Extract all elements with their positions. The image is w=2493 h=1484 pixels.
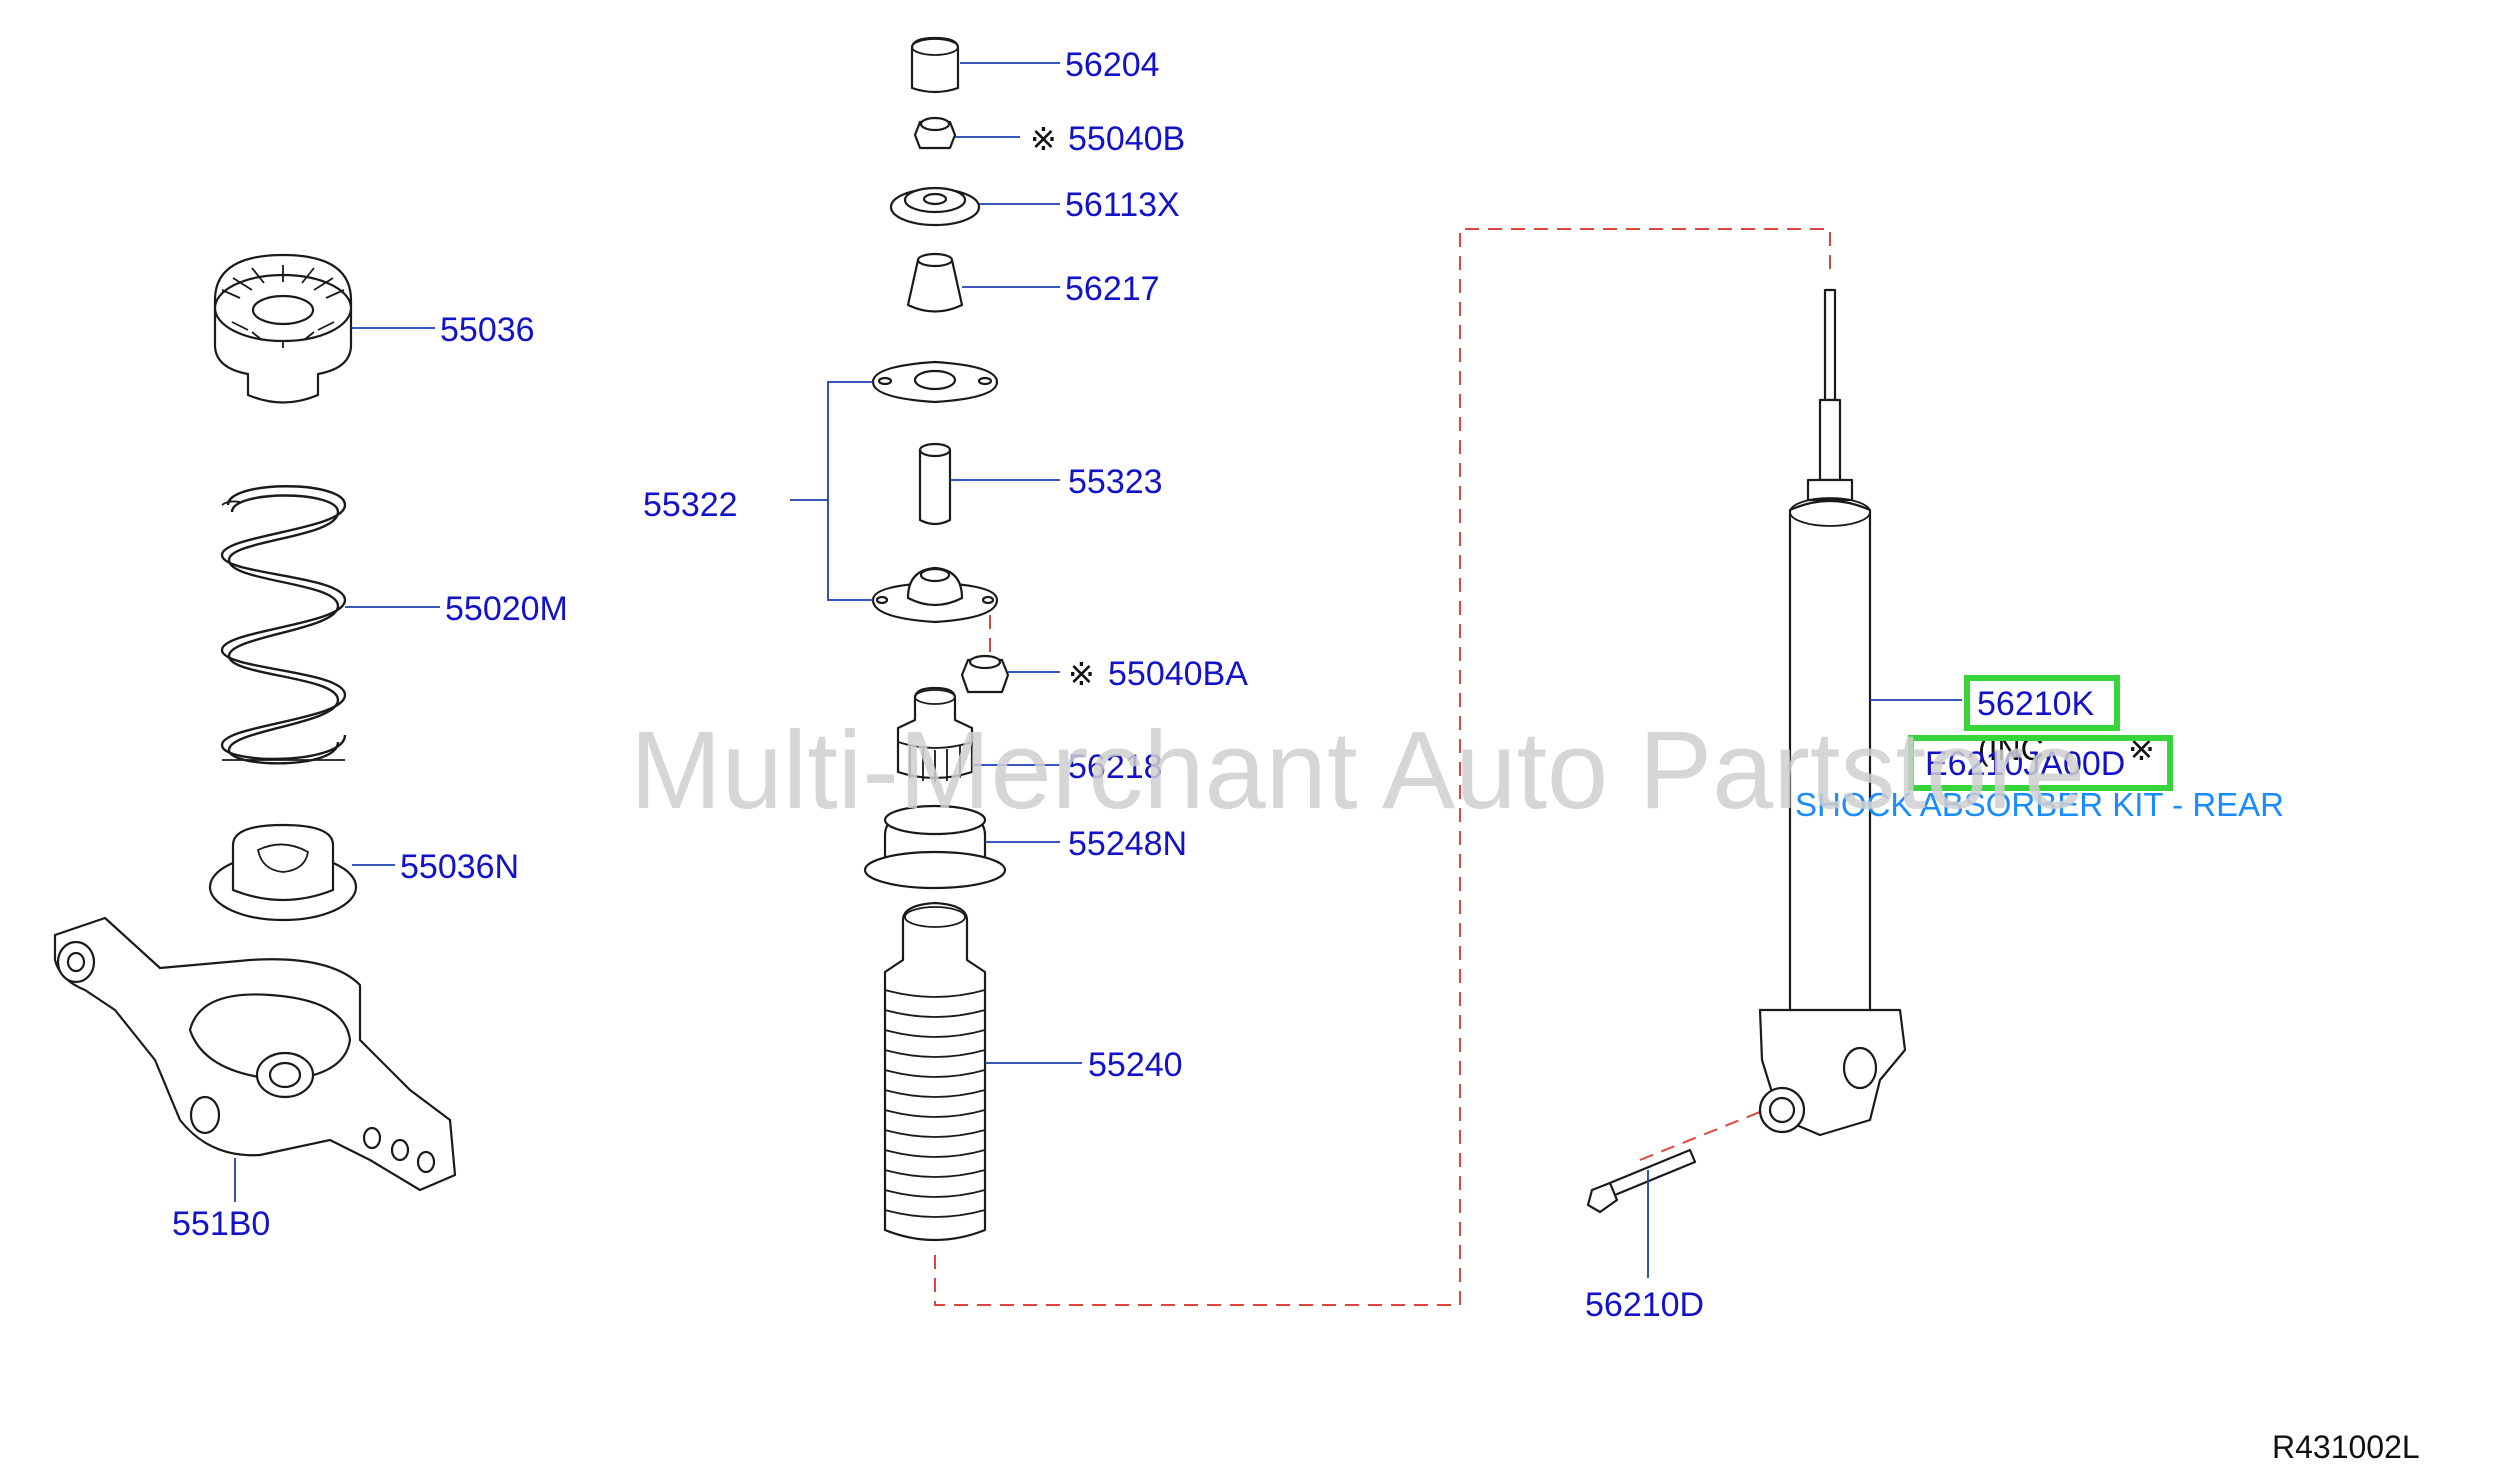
part-label-56218[interactable]: 56218 (1068, 748, 1163, 786)
spring-seat-lower-drawing (208, 823, 358, 922)
leader-lines (234, 62, 1962, 1278)
part-label-55040ba[interactable]: 55040BA (1108, 655, 1248, 693)
nut-drawing (913, 116, 957, 150)
bushing-upper-drawing (906, 252, 964, 313)
part-label-55036n[interactable]: 55036N (400, 848, 519, 886)
shock-absorber-drawing (1758, 288, 1907, 1137)
part-label-55322[interactable]: 55322 (643, 486, 738, 524)
spring-seat-upper-drawing (213, 253, 353, 404)
part-label-55040b[interactable]: 55040B (1068, 120, 1185, 158)
diagram-reference-code: R431002L (2272, 1429, 2420, 1465)
part-label-55240[interactable]: 55240 (1088, 1046, 1183, 1084)
highlight-box-part-code (1964, 675, 2120, 731)
part-label-551b0[interactable]: 551B0 (172, 1205, 270, 1243)
part-label-56210k[interactable]: 56210K (1977, 685, 2095, 723)
dust-cap-drawing (910, 36, 960, 94)
part-labels: 56204 ※ 55040B 56113X 56217 55036 55322 … (172, 46, 1704, 1324)
washer-drawing (889, 186, 981, 227)
part-description: SHOCK ABSORBER KIT - REAR (1795, 786, 2284, 823)
mounting-bracket-drawing (871, 566, 999, 624)
bound-bumper-drawing (896, 686, 974, 782)
flange-nut-drawing (960, 654, 1010, 694)
mounting-bolt-drawing (1586, 1148, 1697, 1214)
part-label-56113x[interactable]: 56113X (1065, 186, 1180, 224)
part-label-56204[interactable]: 56204 (1065, 46, 1160, 84)
part-label-55036[interactable]: 55036 (440, 311, 535, 349)
highlighted-part-entry: 56210K (INC. ※ E6210JA00D SHOCK ABSORBER… (1795, 675, 2284, 823)
dust-boot-drawing (883, 901, 987, 1242)
mounting-plate-drawing (871, 360, 999, 404)
part-label-56210d[interactable]: 56210D (1585, 1286, 1704, 1324)
lower-link-arm-drawing (53, 916, 457, 1192)
part-label-55323[interactable]: 55323 (1068, 463, 1163, 501)
stopper-drawing (863, 804, 1007, 890)
store-watermark: Multi-Merchant Auto Partstore (630, 709, 2085, 832)
part-label-55020m[interactable]: 55020M (445, 590, 568, 628)
part-label-56217[interactable]: 56217 (1065, 270, 1160, 308)
coil-spring-drawing (220, 485, 347, 765)
note-symbol: ※ (1068, 656, 1095, 692)
highlight-box-sku (1908, 735, 2173, 791)
note-symbol: ※ (1030, 121, 1057, 157)
part-label-55248n[interactable]: 55248N (1068, 825, 1187, 863)
sku-link[interactable]: E6210JA00D (1925, 745, 2125, 783)
sleeve-drawing (918, 442, 952, 526)
